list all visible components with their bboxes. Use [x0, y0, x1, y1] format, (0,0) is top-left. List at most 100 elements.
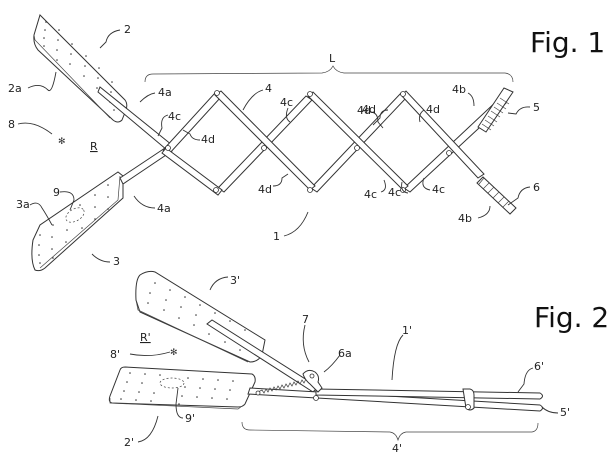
handle-upper	[477, 87, 514, 133]
label-9-prime: 9'	[185, 412, 195, 425]
leader-4d-bottom	[272, 173, 289, 187]
label-3-prime: 3'	[230, 274, 240, 287]
pivot	[354, 145, 360, 151]
label-7: 7	[302, 313, 309, 326]
scissor-linkage	[161, 90, 507, 196]
upper-bar-fig2	[315, 388, 543, 400]
label-4-prime: 4'	[392, 442, 402, 455]
trigger-fig2	[302, 369, 323, 393]
leader-4c-right-b	[422, 177, 431, 191]
leader-3-prime	[209, 276, 229, 291]
pivot	[307, 187, 313, 193]
insect-icon: ✻	[58, 137, 66, 147]
figure-2-title: Fig. 2	[534, 301, 609, 334]
label-2a: 2a	[8, 82, 22, 95]
pivot	[261, 145, 267, 151]
leader-4d-right-b	[419, 109, 425, 123]
leader-2-prime	[137, 415, 159, 443]
upper-pad-perforations	[43, 21, 115, 111]
lower-pad-opening	[65, 207, 85, 223]
label-4d-mid: 4d	[357, 104, 371, 117]
label-4c-mid: 4c	[280, 96, 293, 109]
pivot	[214, 90, 220, 96]
figure-1-title: Fig. 1	[530, 26, 605, 59]
leader-1-prime	[391, 334, 404, 381]
leader-2a	[27, 71, 57, 92]
leader-4	[242, 89, 264, 111]
leader-7	[302, 324, 310, 363]
insect-icon-fig2: ✻	[170, 348, 178, 358]
linkage-bracket-fig2	[241, 421, 539, 442]
label-4a-upper: 4a	[158, 86, 172, 99]
pivot	[307, 91, 313, 97]
main-pivot	[313, 395, 319, 401]
pivot	[213, 187, 219, 193]
label-4c-left: 4c	[168, 110, 181, 123]
spring-anchor	[255, 390, 261, 396]
leader-4a-upper	[139, 92, 156, 103]
label-6-prime: 6'	[534, 360, 544, 373]
leader-9-prime	[175, 387, 184, 419]
spring-icon	[257, 378, 307, 394]
leader-5	[507, 106, 531, 115]
label-1: 1	[273, 230, 280, 243]
leader-1	[283, 211, 309, 237]
label-4d-right-b: 4d	[426, 103, 440, 116]
pivot	[446, 150, 452, 156]
label-4c-right-a: 4c	[388, 186, 401, 199]
leader-4c-bottom	[380, 179, 386, 193]
label-6: 6	[533, 181, 540, 194]
leader-8-prime	[129, 351, 171, 357]
label-2-prime: 2'	[124, 436, 134, 449]
label-R: R	[90, 140, 98, 153]
label-4d-left: 4d	[201, 133, 215, 146]
length-bracket	[144, 65, 514, 83]
trigger-pivot	[309, 373, 315, 379]
label-6a: 6a	[338, 347, 352, 360]
label-5: 5	[533, 101, 540, 114]
leader-2	[99, 29, 121, 49]
leader-4d-right-a	[372, 109, 389, 126]
lower-pad-fig2-perforations	[120, 372, 234, 405]
leader-4d-left	[182, 129, 201, 141]
leader-8	[17, 122, 53, 135]
label-4c-bottom: 4c	[364, 188, 377, 201]
lower-pad	[31, 171, 124, 272]
leader-6	[507, 186, 531, 206]
leader-4d-mid	[369, 111, 384, 129]
label-3: 3	[113, 255, 120, 268]
label-9: 9	[53, 186, 60, 199]
lower-pad-fig2	[108, 366, 256, 410]
handle-lower	[476, 176, 517, 215]
lower-pad-fig2-opening	[159, 377, 185, 389]
label-8: 8	[8, 118, 15, 131]
label-L: L	[329, 52, 336, 65]
leader-4c-mid	[285, 107, 291, 123]
label-5-prime: 5'	[560, 406, 570, 419]
label-4: 4	[265, 82, 272, 95]
lower-pad-perforations	[38, 184, 109, 264]
leader-3a	[29, 202, 53, 226]
leader-4c-left	[157, 114, 169, 137]
upper-pad	[33, 14, 128, 123]
label-4c-right-b: 4c	[432, 183, 445, 196]
pivot	[165, 145, 171, 151]
leader-6-prime	[517, 367, 534, 393]
label-4b-upper: 4b	[452, 83, 466, 96]
label-4d-bottom: 4d	[258, 183, 272, 196]
label-R-prime: R'	[140, 331, 151, 344]
leader-4c-right-a	[401, 181, 409, 194]
label-3a: 3a	[16, 198, 30, 211]
leader-4a-lower	[133, 195, 156, 209]
label-4b-lower: 4b	[458, 212, 472, 225]
label-8-prime: 8'	[110, 348, 120, 361]
label-4d-right-a: 4d	[362, 103, 376, 116]
pivot	[400, 91, 406, 97]
label-4a-lower: 4a	[157, 202, 171, 215]
label-2: 2	[124, 23, 131, 36]
leader-5-prime	[541, 406, 559, 414]
leader-4b-upper	[467, 92, 475, 107]
figure-2: Fig. 2	[108, 270, 609, 455]
leader-4b-lower	[477, 205, 491, 219]
